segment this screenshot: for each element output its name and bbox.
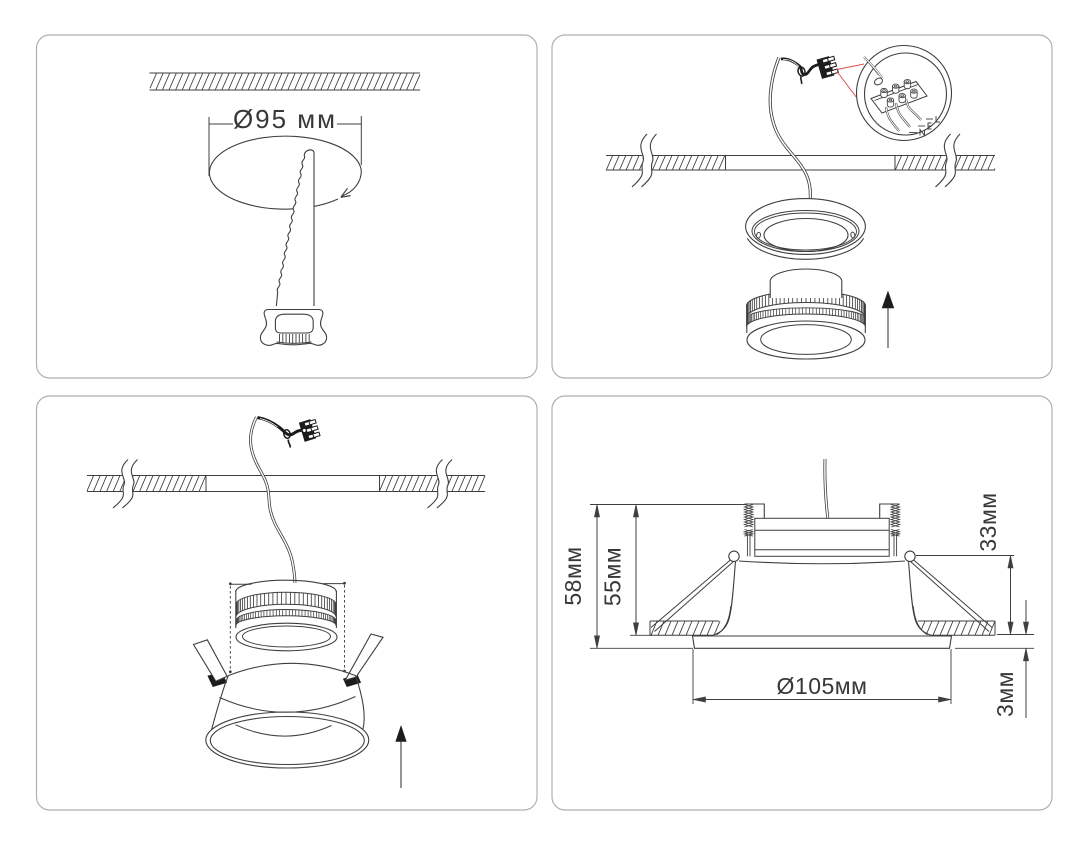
svg-text:33мм: 33мм bbox=[975, 492, 1001, 551]
svg-text:58мм: 58мм bbox=[560, 546, 586, 605]
svg-text:Ø105мм: Ø105мм bbox=[777, 673, 868, 699]
svg-text:3мм: 3мм bbox=[992, 671, 1018, 717]
svg-text:55мм: 55мм bbox=[600, 547, 626, 606]
svg-text:Ø95 мм: Ø95 мм bbox=[233, 104, 337, 134]
